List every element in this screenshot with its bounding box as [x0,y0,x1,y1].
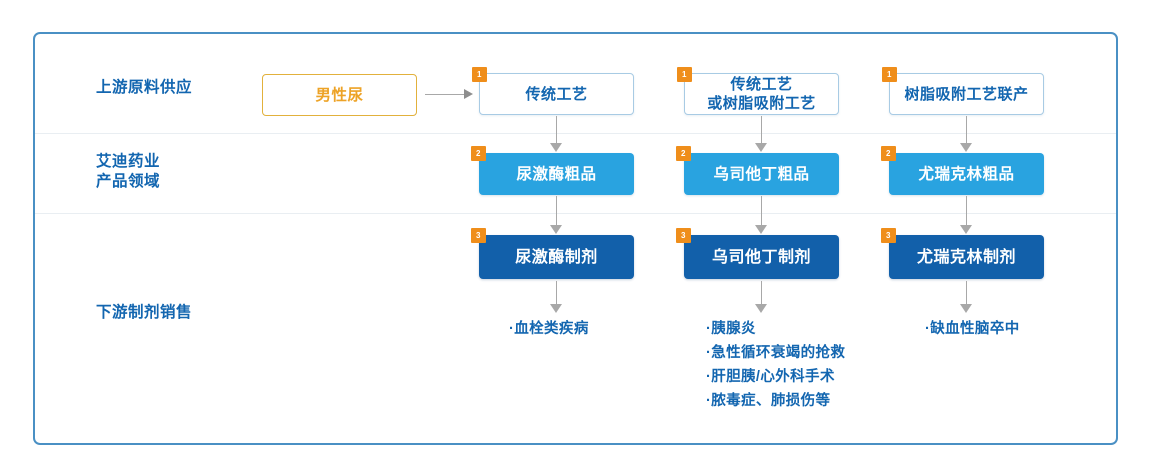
node-l1-traditional-or-resin-process[interactable]: 1 传统工艺 或树脂吸附工艺 [677,67,839,115]
arrow-source-to-process [425,89,473,100]
node-l2-ulinastatin-crude[interactable]: 2 乌司他丁粗品 [676,146,839,195]
node-l3-ulinastatin-preparation[interactable]: 3 乌司他丁制剂 [676,228,839,279]
badge-number: 2 [676,146,691,161]
badge-number: 3 [881,228,896,243]
arrow-l3-to-indications-col3 [960,281,973,313]
node-label: 树脂吸附工艺联产 [904,85,1029,103]
node-label: 尤瑞克林制剂 [916,248,1016,266]
indications-col3: ·缺血性脑卒中 [925,317,1020,341]
arrow-l2-to-l3-col3 [960,196,973,234]
indications-col2: ·胰腺炎 ·急性循环衰竭的抢救 ·肝胆胰/心外科手术 ·脓毒症、肺损伤等 [706,317,845,413]
row-label-upstream: 上游原料供应 [96,79,193,96]
node-label: 男性尿 [315,86,364,104]
indication-item: ·胰腺炎 [706,321,756,337]
row-separator-1 [35,133,1116,134]
node-l2-urinary-kallidinogenase-crude[interactable]: 2 尤瑞克林粗品 [881,146,1044,195]
arrow-l2-to-l3-col2 [755,196,768,234]
arrow-l2-to-l3-col1 [550,196,563,234]
node-l2-urokinase-crude[interactable]: 2 尿激酶粗品 [471,146,634,195]
badge-number: 3 [471,228,486,243]
node-label: 尤瑞克林粗品 [918,165,1015,183]
node-label: 传统工艺 或树脂吸附工艺 [707,76,816,112]
indication-item: ·缺血性脑卒中 [925,321,1020,337]
badge-number: 1 [472,67,487,82]
arrow-l1-to-l2-col2 [755,116,768,152]
badge-number: 2 [471,146,486,161]
badge-number: 3 [676,228,691,243]
node-label: 尿激酶制剂 [515,248,598,266]
indication-item: ·肝胆胰/心外科手术 [706,369,835,385]
indication-item: ·血栓类疾病 [509,321,589,337]
arrow-l3-to-indications-col2 [755,281,768,313]
row-label-company-products: 艾迪药业 产品领域 [96,153,161,190]
node-label: 乌司他丁粗品 [713,165,810,183]
node-l1-resin-adsorption-coproduction[interactable]: 1 树脂吸附工艺联产 [882,67,1044,115]
indications-col1: ·血栓类疾病 [509,317,589,341]
node-l3-urokinase-preparation[interactable]: 3 尿激酶制剂 [471,228,634,279]
indication-item: ·脓毒症、肺损伤等 [706,393,831,409]
badge-number: 2 [881,146,896,161]
indication-item: ·急性循环衰竭的抢救 [706,345,846,361]
node-label: 传统工艺 [525,85,588,103]
arrow-l1-to-l2-col3 [960,116,973,152]
node-l1-traditional-process[interactable]: 1 传统工艺 [472,67,634,115]
row-separator-2 [35,213,1116,214]
node-label: 尿激酶粗品 [516,165,597,183]
node-label: 乌司他丁制剂 [711,248,811,266]
arrow-l1-to-l2-col1 [550,116,563,152]
badge-number: 1 [677,67,692,82]
row-label-downstream: 下游制剂销售 [96,304,193,321]
arrow-l3-to-indications-col1 [550,281,563,313]
node-l3-urinary-kallidinogenase-preparation[interactable]: 3 尤瑞克林制剂 [881,228,1044,279]
badge-number: 1 [882,67,897,82]
node-source-male-urine[interactable]: 男性尿 [262,74,417,116]
